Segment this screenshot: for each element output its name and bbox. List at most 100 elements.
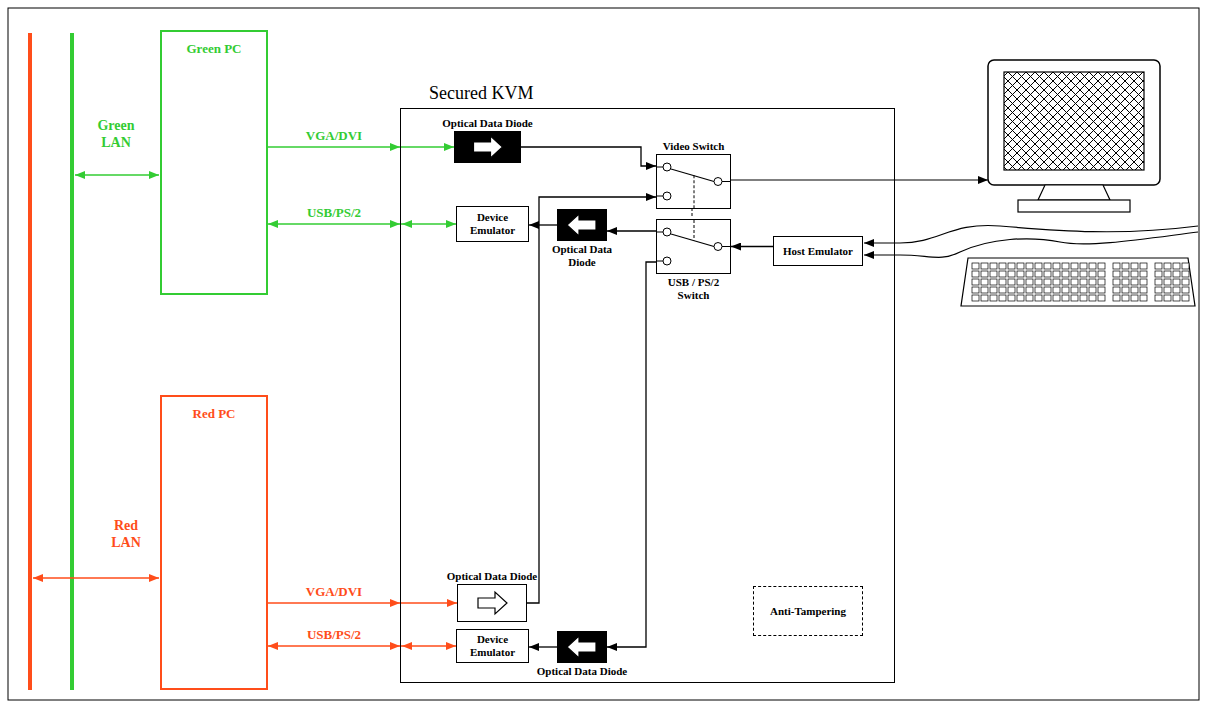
switch-linkage [694,175,695,208]
keyboard-key [1131,279,1138,285]
switch-lead [657,167,663,168]
keyboard-key [1017,271,1024,277]
keyboard-key [1008,295,1015,301]
usb-switch: USB / PS/2 Switch [656,219,731,274]
switch-lead [657,261,663,262]
keyboard-key [1071,279,1078,285]
border-arrowhead [402,642,412,650]
keyboard-key [1098,279,1105,285]
keyboard-key [981,263,988,269]
keyboard-key [1017,287,1024,293]
keyboard-key [1026,263,1033,269]
keyboard-key [990,279,997,285]
keyboard-key [1035,271,1042,277]
keyboard-key [1182,279,1189,285]
green-lan-link [75,174,159,176]
keyboard-key [1131,287,1138,293]
video-switch: Video Switch [656,154,731,209]
keyboard-key [1089,271,1096,277]
keyboard-key [990,271,997,277]
switch-lead [722,181,730,182]
node-label: USB / PS/2 Switch [654,276,734,301]
keyboard-key [1080,295,1087,301]
keyboard-key [1080,279,1087,285]
tamper-zone: Anti-Tampering [753,586,863,636]
keyboard-key [1164,287,1171,293]
node-label: Optical Data Diode [542,243,622,268]
keyboard-key [1140,263,1147,269]
signal-label: USB/PS/2 [305,627,363,643]
keyboard-key [1155,295,1162,301]
keyboard-key [1071,295,1078,301]
keyboard-key [981,271,988,277]
keyboard-key [1062,263,1069,269]
keyboard-key [972,271,979,277]
signal-wire [268,146,454,147]
keyboard-key [1053,263,1060,269]
emulator-box: Device Emulator [456,206,529,242]
signal-wire [529,646,557,647]
keyboard-key [1155,287,1162,293]
switch-linkage [692,208,693,218]
switch-contact [663,257,671,265]
keyboard-key [1164,295,1171,301]
outer-frame [8,8,1199,700]
keyboard-body [961,258,1195,306]
keyboard-key [1044,263,1051,269]
keyboard-key [1140,271,1147,277]
keyboard-key [1131,263,1138,269]
red-lan-link [33,577,159,579]
keyboard-key [1140,287,1147,293]
keyboard-key [1173,271,1180,277]
switch-contact [714,243,722,251]
diode-symbol [458,585,526,621]
keyboard-key [1035,279,1042,285]
switch-lead [657,232,663,233]
keyboard-key [1164,271,1171,277]
keyboard-key [999,263,1006,269]
signal-wire [731,246,773,247]
keyboard-key [1062,295,1069,301]
keyboard-key [1113,271,1120,277]
keyboard-key [1008,287,1015,293]
keyboard-key [972,295,979,301]
border-arrowhead [390,599,400,607]
border-arrowhead [390,642,400,650]
keyboard-key [1044,295,1051,301]
keyboard-key [972,263,979,269]
keyboard-key [1155,263,1162,269]
keyboard-key [1053,295,1060,301]
green-lan-bus [70,33,74,690]
keyboard-key [1098,295,1105,301]
emulator-box: Host Emulator [773,236,863,266]
kvm-housing: Secured KVMOptical Data DiodeDevice Emul… [400,108,895,683]
node-label: Video Switch [639,140,749,153]
keyboard-key [1026,271,1033,277]
keyboard-key [1182,295,1189,301]
switch-lead [657,196,663,197]
keyboard-key [981,279,988,285]
pc-box: Green PC [160,30,268,295]
housing-title: Secured KVM [429,83,533,104]
keyboard-key [1062,287,1069,293]
keyboard-key [1080,263,1087,269]
diode-symbol [558,210,606,240]
keyboard-key [1113,287,1120,293]
signal-wire [607,230,656,231]
keyboard-key [1122,287,1129,293]
keyboard-key [1035,263,1042,269]
monitor-illustration [988,60,1160,212]
keyboard-key [1017,279,1024,285]
keyboard-key [1122,295,1129,301]
keyboard-key [1155,279,1162,285]
keyboard-key [1173,295,1180,301]
keyboard-key [1053,287,1060,293]
keyboard-key [1122,279,1129,285]
node-label: Device Emulator [457,211,528,236]
keyboard-key [1098,287,1105,293]
keyboard-key [1035,287,1042,293]
keyboard-key [1155,271,1162,277]
keyboard-key [1080,271,1087,277]
diode-arrow [474,136,503,158]
